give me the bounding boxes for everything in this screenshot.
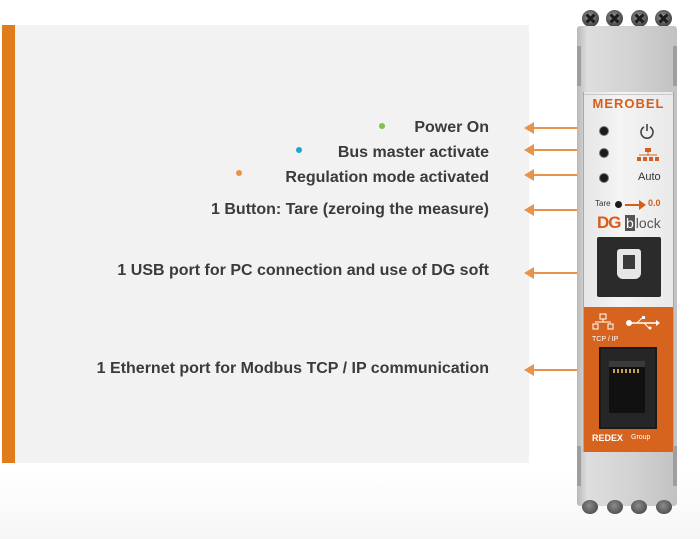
panel-accent-bar [2,25,15,463]
arrow-tare-line [531,209,589,211]
arrow-bus-line [531,149,589,151]
product-logo-rest: lock [635,215,661,231]
label-bus-master: Bus master activate [337,144,489,161]
product-logo-b: b [625,215,635,231]
rail-notch [577,446,581,486]
tare-arrow-line [625,204,641,206]
arrow-usb-head [524,267,534,279]
tare-label: Tare [595,199,611,208]
usb-icon [626,316,660,330]
terminal-screw [630,9,648,27]
maker-logo: REDEX [592,433,624,443]
usb-connector [617,249,641,279]
tare-button[interactable] [615,201,622,208]
product-logo-dg: DG [597,213,621,232]
label-regulation-mode: Regulation mode activated [285,169,489,186]
callout-panel [2,25,529,463]
tare-arrow-icon [639,200,646,210]
arrow-usb-line [531,272,591,274]
bus-led [600,149,608,157]
dgblock-device: MEROBEL Auto Tare 0.0 [570,6,685,524]
bottom-screw [606,500,623,514]
auto-label: Auto [638,171,661,183]
usb-port[interactable] [597,237,661,297]
arrow-ethernet-head [524,364,534,376]
ethernet-port[interactable] [599,347,657,429]
tare-value: 0.0 [648,198,661,208]
arrow-regulation-line [531,174,589,176]
terminal-screw [581,9,599,27]
label-tare-button: 1 Button: Tare (zeroing the measure) [211,201,489,218]
arrow-power-line [531,127,589,129]
brand-logo: MEROBEL [592,96,665,111]
power-led [600,127,608,135]
power-icon [640,124,654,139]
network-icon [637,148,659,161]
ethernet-pins [613,369,641,373]
bottom-screw [582,500,599,514]
arrow-tare-head [524,204,534,216]
bottom-screw [631,500,648,514]
device-front-panel: MEROBEL Auto Tare 0.0 [583,92,674,452]
regulation-status-dot [236,170,242,176]
arrow-bus-head [524,144,534,156]
top-terminal-block [578,8,676,28]
rail-notch [673,446,677,486]
tcp-ip-label: TCP / IP [592,336,619,343]
terminal-screw [655,9,673,27]
brand-divider [584,94,673,95]
bottom-terminal-block [578,496,676,518]
bus-status-dot [296,147,302,153]
bottom-screw [655,500,672,514]
label-ethernet-port: 1 Ethernet port for Modbus TCP / IP comm… [96,360,489,377]
rail-notch [673,46,677,86]
ethernet-panel: TCP / IP REDEX Group [584,307,673,452]
usb-connector-core [623,255,635,269]
maker-group-label: Group [631,434,651,441]
label-usb-port: 1 USB port for PC connection and use of … [117,262,489,279]
arrow-regulation-head [524,169,534,181]
power-status-dot [379,123,385,129]
ethernet-network-icon [592,313,614,330]
auto-led [600,174,608,182]
arrow-ethernet-line [531,369,583,371]
rail-notch [577,46,581,86]
arrow-power-head [524,122,534,134]
label-power-on: Power On [414,119,489,136]
terminal-screw [606,9,624,27]
